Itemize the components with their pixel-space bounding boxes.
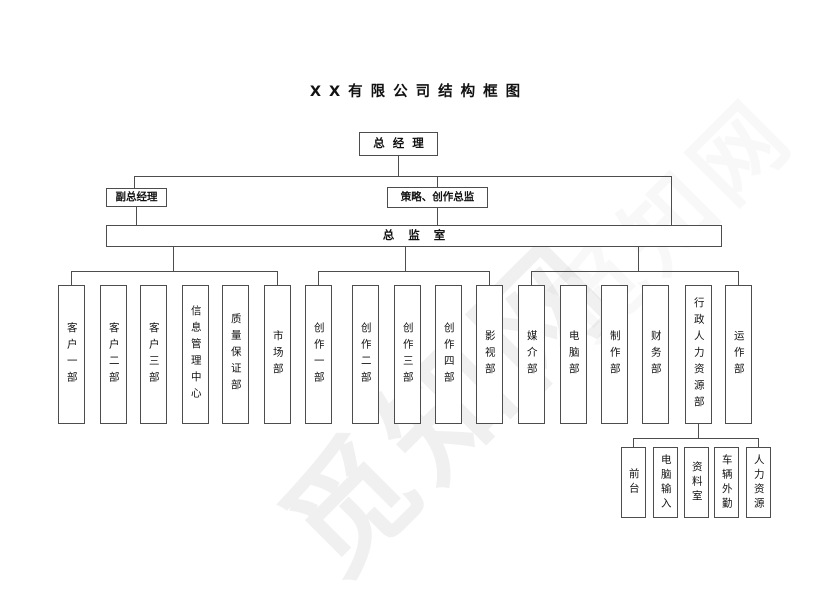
box-customer-dept-1: 客户一部: [58, 285, 85, 424]
box-marketing-dept: 市场部: [264, 285, 291, 424]
box-admin-hr-dept: 行政人力资源部: [685, 285, 712, 424]
box-operations-dept: 运作部: [725, 285, 752, 424]
box-front-desk: 前台: [621, 447, 646, 518]
box-archives-room: 资料室: [684, 447, 709, 518]
box-film-tv-dept: 影视部: [476, 285, 503, 424]
box-creative-dept-1: 创作一部: [305, 285, 332, 424]
box-vehicle-field-service: 车辆外勤: [714, 447, 739, 518]
page-title: XX有限公司结构框图: [309, 84, 529, 100]
connector-line: [318, 271, 490, 285]
box-strategy-creative-director: 策略、创作总监: [387, 187, 488, 208]
box-production-dept: 制作部: [601, 285, 628, 424]
dept-label: 电脑部: [567, 329, 580, 380]
dept-label: 创作三部: [401, 321, 414, 388]
box-computer-input: 电脑输入: [653, 447, 678, 518]
dept-label: 人力资源: [752, 453, 765, 512]
dept-label: 资料室: [690, 460, 703, 505]
box-creative-dept-4: 创作四部: [435, 285, 462, 424]
dept-label: 信息管理中心: [189, 305, 202, 404]
dept-label: 客户三部: [147, 321, 160, 388]
dept-label: 财务部: [649, 329, 662, 380]
dept-label: 电脑输入: [659, 453, 672, 512]
box-general-manager: 总经理: [359, 132, 438, 156]
box-customer-dept-3: 客户三部: [140, 285, 167, 424]
box-info-management-center: 信息管理中心: [182, 285, 209, 424]
box-directors-office: 总监室: [106, 225, 722, 247]
dept-label: 质量保证部: [229, 313, 242, 396]
dept-label: 行政人力资源部: [692, 296, 705, 413]
dept-label: 媒介部: [525, 329, 538, 380]
dept-label: 客户二部: [107, 321, 120, 388]
dept-label: 客户一部: [65, 321, 78, 388]
box-customer-dept-2: 客户二部: [100, 285, 127, 424]
box-deputy-general-manager: 副总经理: [106, 188, 167, 207]
connector-line: [134, 176, 672, 225]
dept-label: 运作部: [732, 329, 745, 380]
dept-label: 市场部: [271, 329, 284, 380]
box-quality-assurance-dept: 质量保证部: [222, 285, 249, 424]
dept-label: 创作四部: [442, 321, 455, 388]
dept-label: 创作二部: [359, 321, 372, 388]
connector-line: [633, 438, 759, 447]
dept-label: 车辆外勤: [720, 453, 733, 512]
box-finance-dept: 财务部: [642, 285, 669, 424]
dept-label: 影视部: [483, 329, 496, 380]
connector-line: [71, 271, 278, 285]
connector-lines: [71, 156, 759, 447]
dept-label: 前台: [627, 468, 640, 497]
dept-label: 制作部: [608, 329, 621, 380]
connector-line: [531, 271, 739, 285]
dept-label: 创作一部: [312, 321, 325, 388]
box-media-dept: 媒介部: [518, 285, 545, 424]
box-creative-dept-2: 创作二部: [352, 285, 379, 424]
box-creative-dept-3: 创作三部: [394, 285, 421, 424]
box-computer-dept: 电脑部: [560, 285, 587, 424]
box-human-resources: 人力资源: [746, 447, 771, 518]
